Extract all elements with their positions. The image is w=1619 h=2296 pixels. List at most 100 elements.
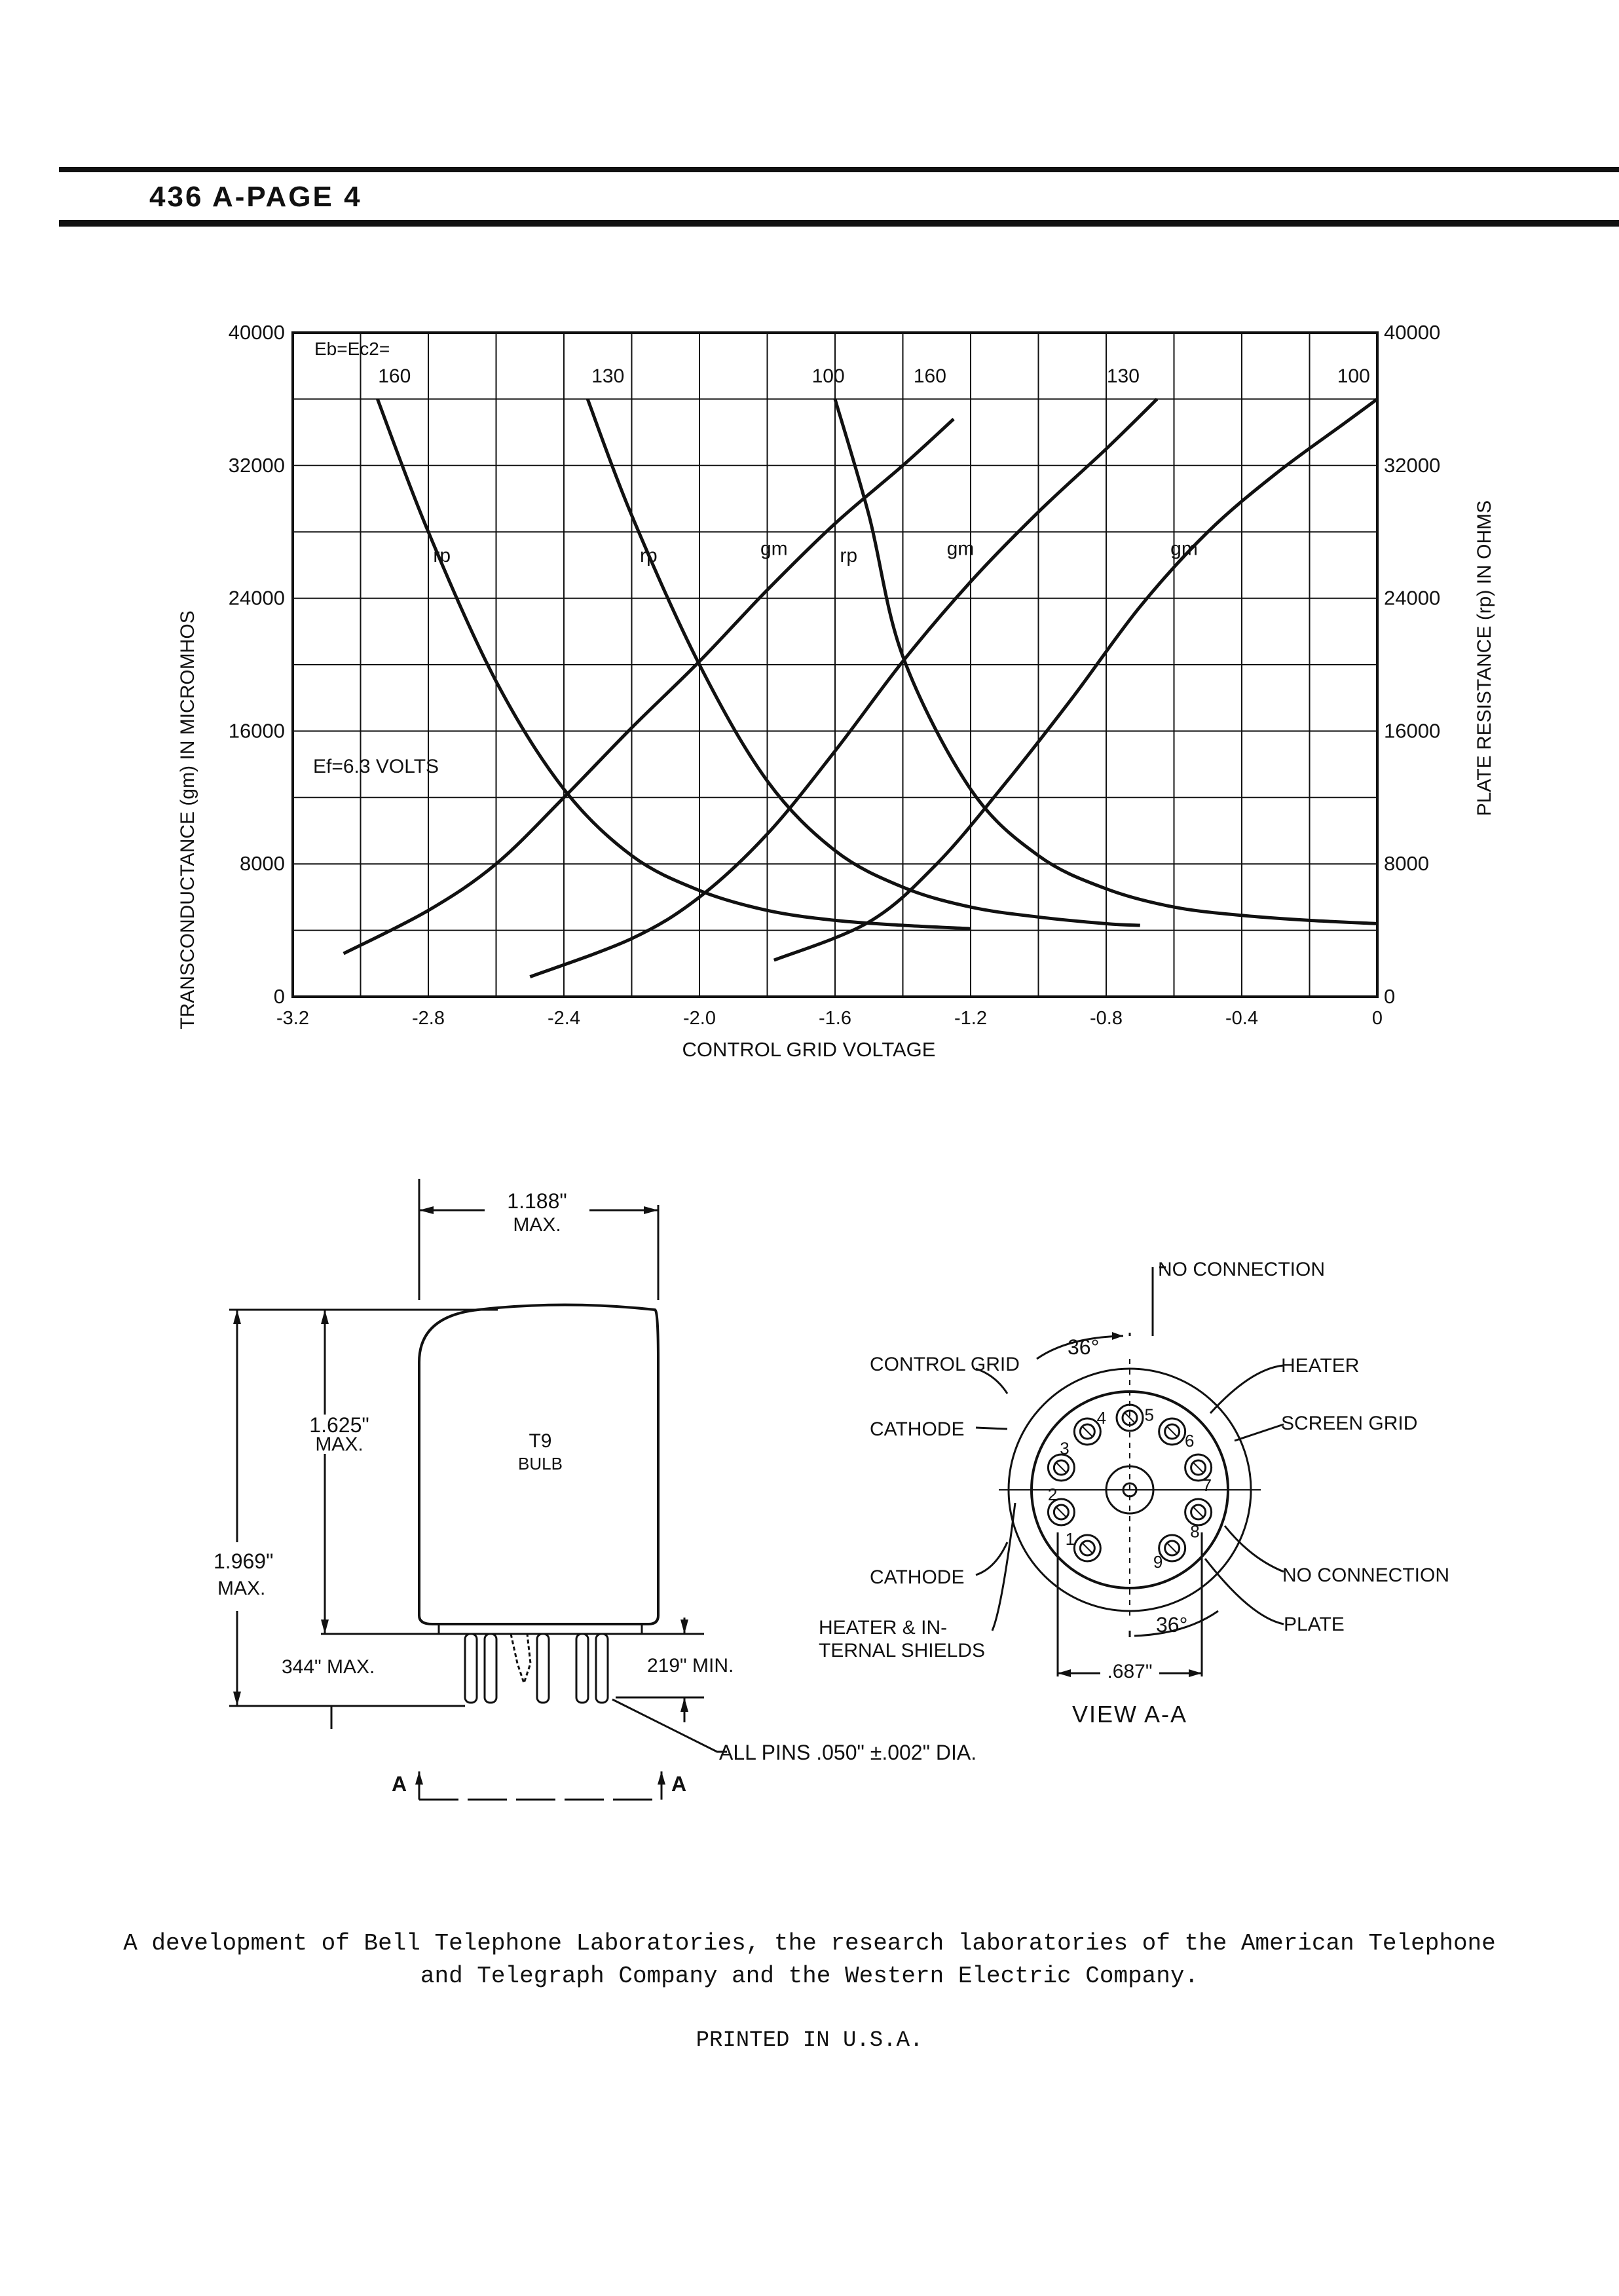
y-tick-label-left: 0 [274,985,285,1008]
pin-6-mark [1166,1426,1178,1437]
pin-3-inner [1052,1459,1070,1476]
y-tick-label-right: 24000 [1384,587,1440,610]
pin-6-inner [1164,1423,1181,1440]
pin-number-8: 8 [1190,1522,1199,1542]
pin [595,1633,609,1704]
pin-2-inner [1052,1504,1070,1521]
footer-line-2: and Telegraph Company and the Western El… [420,1963,1199,1990]
pin-5-inner [1121,1409,1138,1426]
dim-body-height-max: MAX. [315,1434,363,1455]
label-cathode-bottom: CATHODE [870,1566,964,1588]
chart-curves [343,398,1379,978]
pin-5-mark [1124,1412,1136,1424]
curve-gm-100 [773,398,1379,962]
dim-total-height-max: MAX. [217,1578,265,1599]
eb-annotation: Eb=Ec2= [314,339,390,359]
pin [483,1633,498,1704]
pin-9-inner [1164,1540,1181,1557]
bulb-label: BULB [518,1454,563,1473]
label-no-connection-top: NO CONNECTION [1158,1259,1325,1280]
pin-7-inner [1190,1459,1207,1476]
y-tick-label-left: 8000 [240,852,285,875]
pin-8 [1184,1498,1213,1527]
pin-number-3: 3 [1060,1438,1069,1458]
pin-8-mark [1192,1506,1204,1518]
y-axis-label-left: TRANSCONDUCTANCE (gm) IN MICROMHOS [177,610,198,1029]
label-control-grid: CONTROL GRID [870,1354,1020,1375]
x-tick-label: -0.8 [1090,1008,1123,1029]
curve-rp-160 [376,398,971,931]
pin-2 [1047,1498,1075,1527]
pin-7-mark [1192,1462,1204,1473]
pin-7 [1184,1453,1213,1482]
label-screen-grid: SCREEN GRID [1281,1413,1417,1434]
pin-number-5: 5 [1144,1405,1153,1425]
y-tick-label-right: 32000 [1384,454,1440,477]
dim-body-height: 1.625" [309,1413,369,1437]
dim-total-height: 1.969" [214,1549,273,1573]
pin-number-9: 9 [1153,1552,1163,1572]
pin-3-mark [1055,1462,1068,1473]
angle-top: 36° [1068,1335,1099,1359]
pin-4 [1073,1417,1102,1446]
y-tick-label-right: 16000 [1384,719,1440,742]
label-no-connection-bottom: NO CONNECTION [1282,1565,1449,1586]
curve-label: 160 [914,365,946,387]
pin-2-mark [1055,1506,1068,1518]
pin-4-mark [1081,1426,1094,1437]
curve-label: 160 [378,365,411,387]
pin [575,1633,589,1704]
view-label: VIEW A-A [1072,1701,1187,1728]
angle-bottom: 36° [1156,1613,1187,1637]
curve-label: rp [640,545,658,566]
pin-number-7: 7 [1202,1475,1212,1495]
pin-number-4: 4 [1097,1408,1106,1428]
curve-gm-160 [343,417,955,955]
x-tick-label: -2.0 [683,1008,716,1029]
header-rule-top [59,167,1619,172]
section-mark-right: A [671,1772,686,1796]
curve-label: gm [947,538,975,560]
y-axis-label-right: PLATE RESISTANCE (rp) IN OHMS [1474,500,1495,816]
curve-label: 100 [812,365,845,387]
y-tick-label-left: 40000 [229,321,285,344]
curve-label: rp [840,545,857,566]
label-heater-shields-1: HEATER & IN- [819,1617,947,1639]
pin-4-inner [1079,1423,1096,1440]
x-tick-label: -2.8 [412,1008,445,1029]
curve-label: 100 [1337,365,1370,387]
curve-label: 130 [1107,365,1140,387]
base-wafer [437,1624,643,1635]
y-tick-label-right: 0 [1384,985,1395,1008]
curve-label: gm [760,538,788,560]
label-heater: HEATER [1281,1355,1359,1377]
label-heater-shields-2: TERNAL SHIELDS [819,1640,985,1661]
x-axis-label: CONTROL GRID VOLTAGE [682,1038,936,1061]
x-tick-label: -1.2 [954,1008,987,1029]
curve-label: 130 [591,365,624,387]
pin-3 [1047,1453,1075,1482]
pin-number-2: 2 [1048,1485,1057,1504]
curve-rp-100 [833,398,1378,925]
pins-note: ALL PINS .050" ±.002" DIA. [719,1741,977,1764]
pin-number-6: 6 [1185,1431,1194,1451]
pin [464,1633,478,1704]
footer-line-1: A development of Bell Telephone Laborato… [123,1930,1496,1957]
dim-width-max: MAX. [513,1214,561,1236]
x-tick-label: -0.4 [1225,1008,1258,1029]
footer-printed: PRINTED IN U.S.A. [696,2028,923,2053]
x-tick-label: -1.6 [819,1008,851,1029]
bulb-type: T9 [529,1430,551,1452]
y-tick-label-left: 32000 [229,454,285,477]
pin-circle-dim: .687" [1107,1661,1152,1682]
pin-6 [1158,1417,1187,1446]
header-rule-bottom [59,220,1619,227]
label-plate: PLATE [1284,1614,1345,1635]
pin-1 [1073,1534,1102,1563]
curve-rp-130 [586,398,1140,927]
